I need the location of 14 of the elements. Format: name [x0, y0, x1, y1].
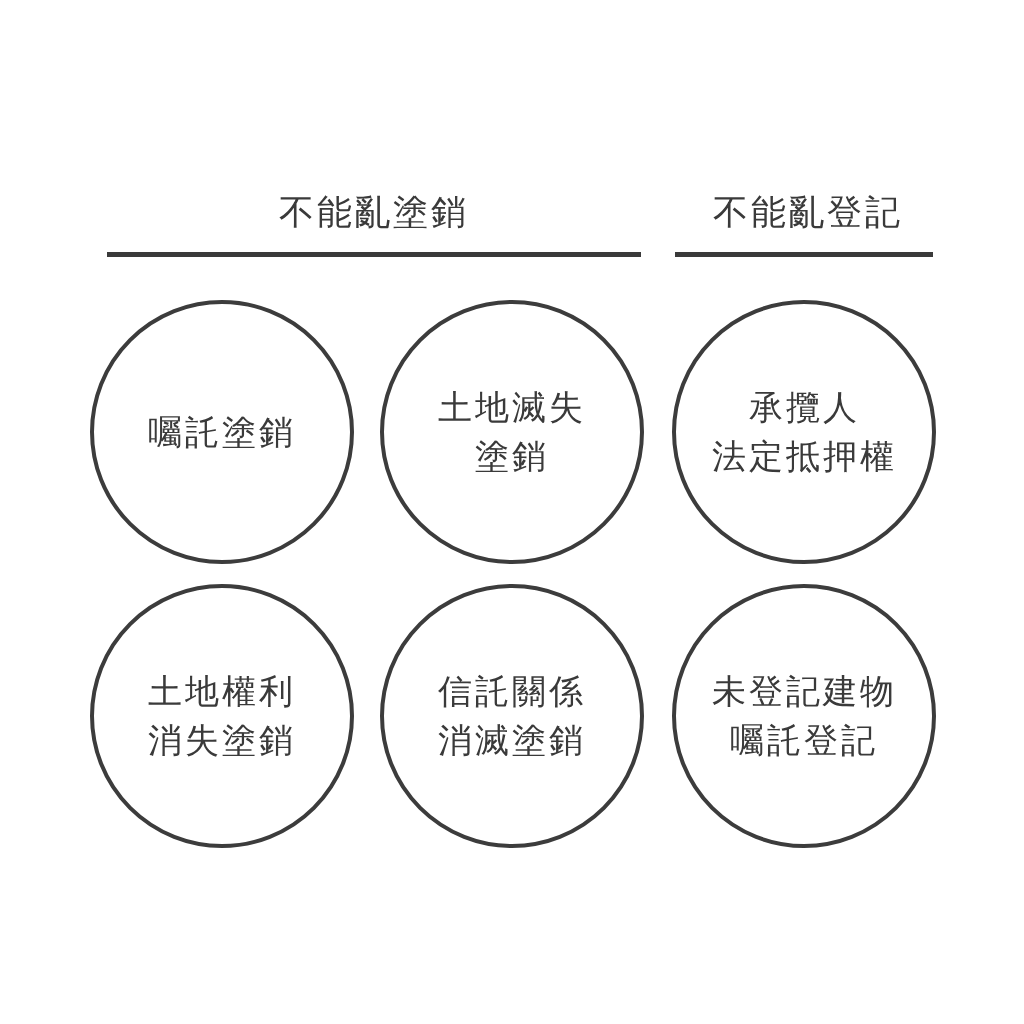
circle-label: 土地權利消失塗銷 [148, 670, 296, 762]
circle [672, 300, 936, 564]
circle [90, 584, 354, 848]
circle [672, 584, 936, 848]
circle-label: 承攬人法定抵押權 [711, 386, 897, 478]
circle-label: 囑託塗銷 [148, 410, 296, 454]
circle [380, 584, 644, 848]
heading: 不能亂登記 [713, 191, 903, 234]
heading: 不能亂塗銷 [279, 191, 469, 234]
circle-label: 信託關係消滅塗銷 [438, 670, 586, 762]
circle [90, 300, 354, 564]
circle-label: 土地滅失塗銷 [438, 386, 586, 478]
circle [380, 300, 644, 564]
circle-label: 未登記建物囑託登記 [711, 670, 897, 762]
